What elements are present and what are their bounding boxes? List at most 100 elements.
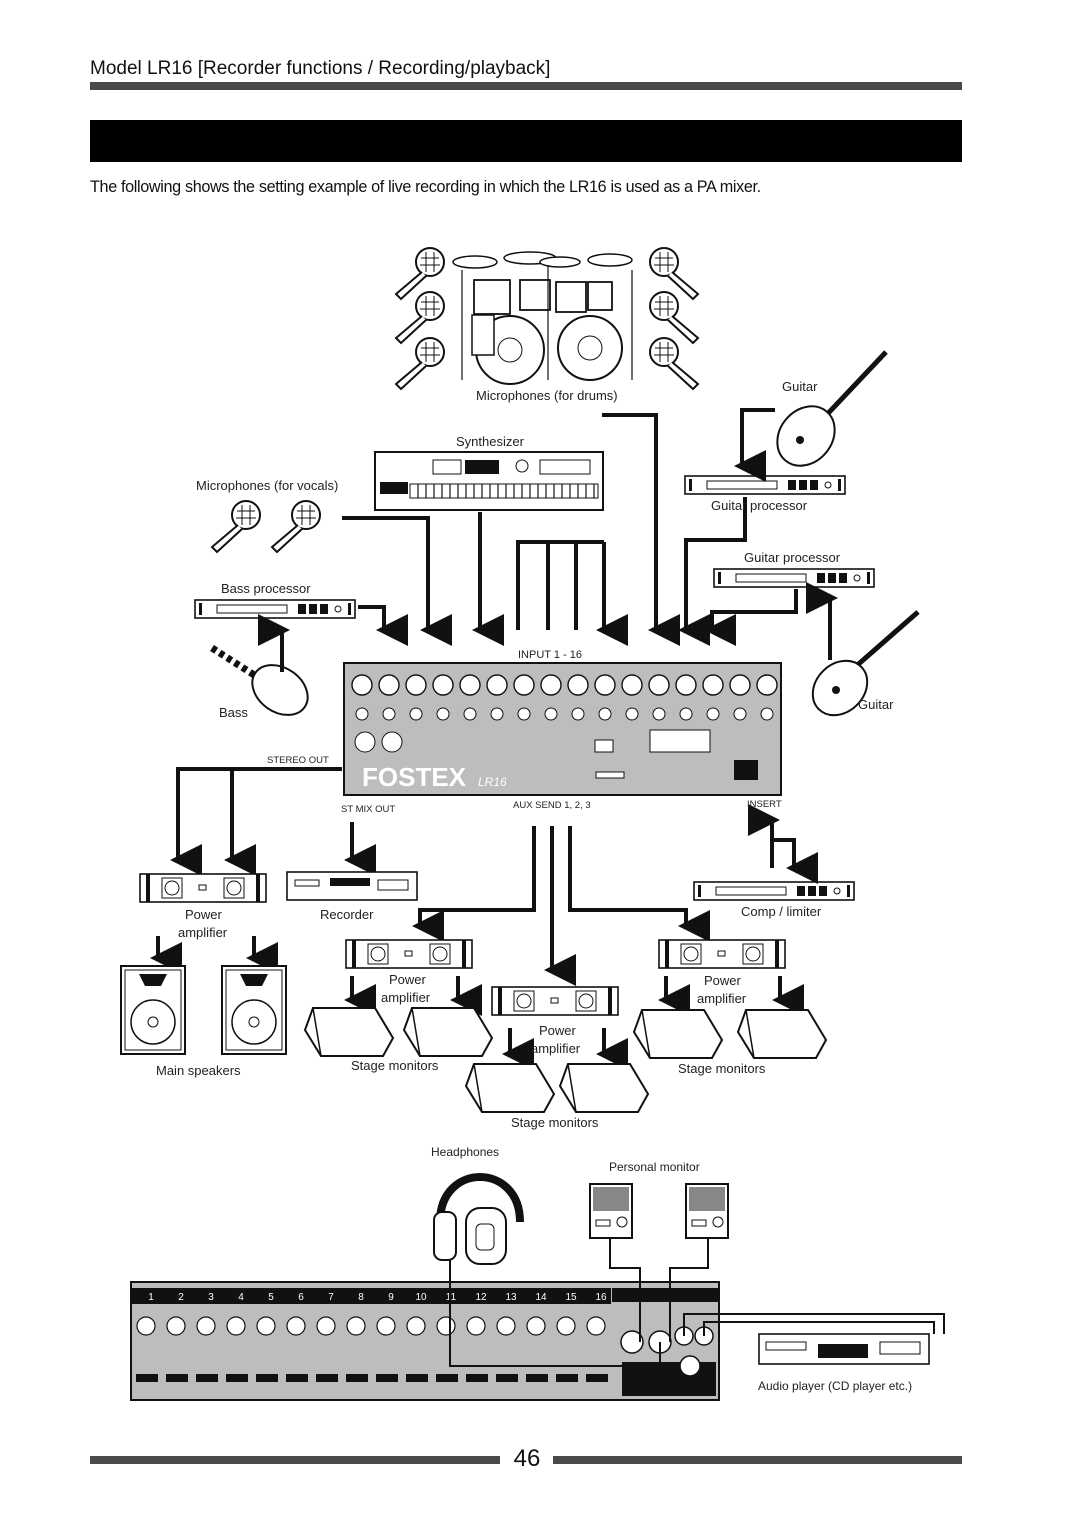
label-bass: Bass (219, 705, 248, 720)
guitar-processor-2 (713, 568, 875, 588)
drum-microphone (395, 291, 445, 344)
channel-number: 3 (208, 1292, 214, 1303)
personal-monitor-right (685, 1183, 729, 1239)
channel-number: 14 (535, 1292, 547, 1303)
label-insert: INSERT (747, 799, 782, 810)
power-amplifier-a (345, 939, 473, 969)
stage-monitor (633, 1009, 723, 1059)
drum-microphone (649, 337, 699, 390)
label-stage-monitors-1: Stage monitors (351, 1058, 439, 1073)
footer-rule-left (90, 1456, 500, 1464)
model-logo: LR16 (478, 775, 507, 789)
drum-kit (452, 251, 633, 385)
synthesizer (374, 451, 604, 511)
label-mic-vocals: Microphones (for vocals) (196, 478, 339, 493)
power-amplifier-b (658, 939, 786, 969)
main-speaker-right (221, 965, 287, 1055)
section-title-bar (90, 120, 962, 162)
channel-number: 15 (565, 1292, 577, 1303)
line-aux-1 (412, 826, 536, 942)
line-drum-bus (516, 540, 604, 630)
channel-number: 8 (358, 1292, 364, 1303)
lr16-rear-panel (343, 662, 782, 796)
line-guitar-processor-1 (678, 497, 747, 646)
power-amplifier-main (139, 873, 267, 903)
page-header-title: Model LR16 [Recorder functions / Recordi… (90, 58, 551, 79)
label-stereo-out: STEREO OUT (267, 755, 329, 766)
brand-logo: FOSTEX (362, 762, 467, 792)
label-power-amp-main-1: Power (185, 907, 222, 922)
channel-number: 10 (415, 1292, 427, 1303)
line-drums (602, 413, 680, 646)
drum-microphone (649, 291, 699, 344)
label-stage-monitors-3: Stage monitors (511, 1115, 599, 1130)
label-st-mix-out: ST MIX OUT (341, 804, 396, 815)
label-guitar-processor-1: Guitar processor (711, 498, 808, 513)
line-guitar-processor-2 (704, 589, 798, 646)
line-bass-processor (358, 605, 408, 646)
label-power-amp-c-1: Power (539, 1023, 576, 1038)
drum-microphone (649, 247, 699, 300)
stage-monitor (559, 1063, 649, 1113)
line-insert-send (772, 838, 818, 884)
vocal-microphone (211, 500, 261, 553)
stage-monitor (737, 1009, 827, 1059)
channel-number: 2 (178, 1292, 184, 1303)
drum-microphone (395, 337, 445, 390)
channel-number: 13 (505, 1292, 517, 1303)
channel-number: 6 (298, 1292, 304, 1303)
page-number: 46 (513, 1445, 541, 1472)
stage-monitor (304, 1007, 394, 1057)
drum-microphone (395, 247, 445, 300)
channel-number: 4 (238, 1292, 244, 1303)
guitar-top-icon (776, 350, 888, 467)
label-main-speakers: Main speakers (156, 1063, 241, 1078)
label-comp-limiter: Comp / limiter (741, 904, 822, 919)
channel-number: 5 (268, 1292, 274, 1303)
label-synthesizer: Synthesizer (456, 434, 524, 449)
guitar-right-icon (811, 610, 920, 717)
channel-number: 9 (388, 1292, 394, 1303)
stage-monitor (403, 1007, 493, 1057)
label-stage-monitors-2: Stage monitors (678, 1061, 766, 1076)
label-power-amp-b-1: Power (704, 973, 741, 988)
label-guitar-top: Guitar (782, 379, 818, 394)
guitar-processor-1 (684, 475, 846, 495)
label-personal-monitor: Personal monitor (609, 1160, 700, 1174)
vocal-microphone (271, 500, 321, 553)
personal-monitor-left (589, 1183, 633, 1239)
mixer-channel-numbers: 1 2 3 4 5 6 7 8 9 10 11 12 13 14 15 16 (148, 1292, 607, 1303)
label-guitar-right: Guitar (858, 697, 894, 712)
label-input: INPUT 1 - 16 (518, 649, 582, 661)
line-aux-3 (568, 826, 710, 942)
label-power-amp-c-2: amplifier (531, 1041, 581, 1056)
line-guitar-top (734, 408, 775, 482)
power-amplifier-c (491, 986, 619, 1016)
recorder (286, 871, 418, 901)
label-power-amp-a-1: Power (389, 972, 426, 987)
label-bass-processor: Bass processor (221, 581, 311, 596)
headphones-icon (433, 1173, 524, 1265)
audio-player (758, 1333, 930, 1365)
intro-text: The following shows the setting example … (90, 178, 761, 196)
label-aux-send: AUX SEND 1, 2, 3 (513, 800, 591, 811)
stage-monitor (465, 1063, 555, 1113)
lr16-front-panel (130, 1281, 720, 1401)
bass-processor (194, 599, 356, 619)
channel-number: 12 (475, 1292, 487, 1303)
channel-number: 1 (148, 1292, 154, 1303)
channel-number: 7 (328, 1292, 334, 1303)
header-rule (90, 82, 962, 90)
line-vocals (342, 516, 452, 646)
front-panel-connections (449, 1238, 945, 1367)
label-guitar-processor-2: Guitar processor (744, 550, 841, 565)
bass-guitar-icon (210, 645, 309, 716)
label-recorder: Recorder (320, 907, 374, 922)
label-headphones: Headphones (431, 1145, 500, 1159)
label-mic-drums: Microphones (for drums) (476, 388, 618, 403)
label-power-amp-b-2: amplifier (697, 991, 747, 1006)
label-audio-player: Audio player (CD player etc.) (758, 1379, 913, 1393)
comp-limiter (693, 881, 855, 901)
channel-number: 11 (446, 1292, 457, 1303)
